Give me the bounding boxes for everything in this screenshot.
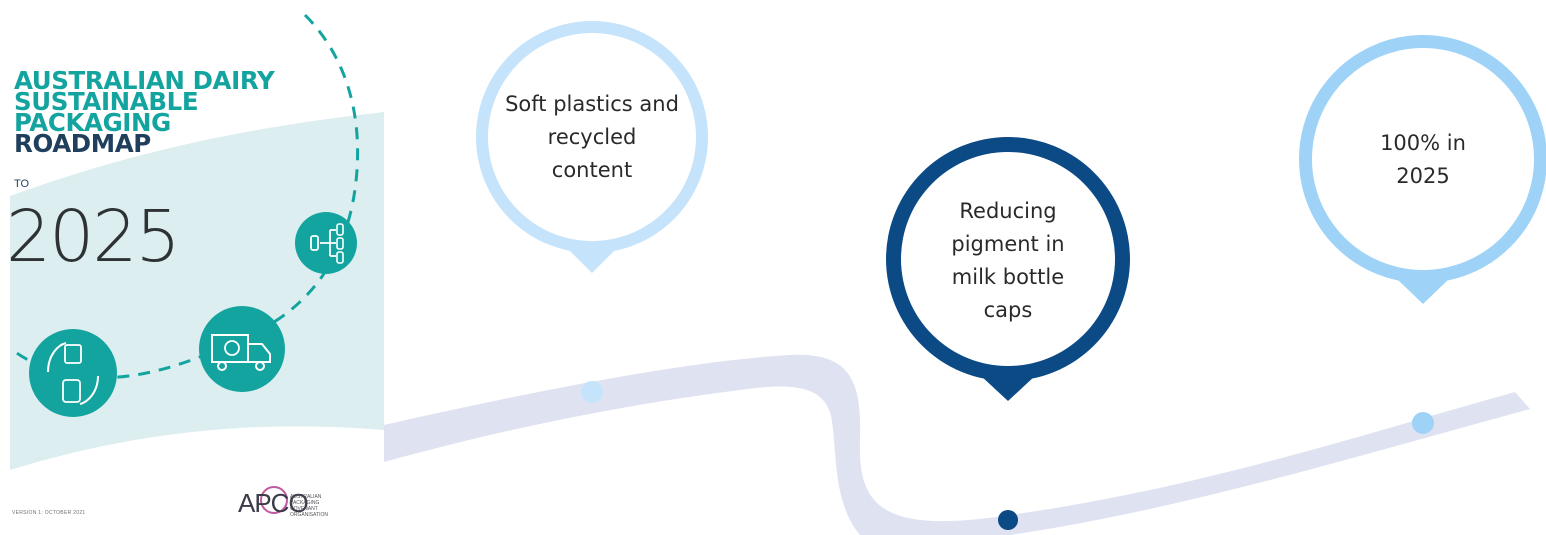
milestone-label-1: Soft plastics and recycled content — [482, 71, 702, 203]
apco-logo-line: AUSTRALIAN — [290, 494, 322, 500]
cover-dashed-path — [9, 13, 360, 380]
milestone-label-line: Soft plastics and — [505, 91, 679, 116]
bottle-distribution-icon — [295, 212, 357, 274]
milestone-label-line: pigment in — [951, 232, 1065, 256]
cover-title: AUSTRALIAN DAIRY SUSTAINABLE PACKAGING R… — [14, 66, 275, 158]
milestone-bubble-3 — [1299, 35, 1546, 304]
milestone-dot-2 — [998, 510, 1018, 530]
milestone-dot-1 — [581, 381, 603, 403]
apco-logo-line: PACKAGING — [290, 500, 320, 506]
cover-title-line: AUSTRALIAN DAIRY — [14, 66, 275, 95]
cover-version: VERSION 1: OCTOBER 2021 — [12, 510, 86, 516]
apco-logo-line: ORGANISATION — [290, 512, 328, 518]
apco-logo-ring — [260, 486, 288, 514]
milestone-label-line: recycled — [547, 124, 637, 149]
milestone-label-line: content — [551, 157, 633, 182]
cover-background — [9, 13, 384, 535]
milestone-dot-3 — [1412, 412, 1434, 434]
milestone-label-3: 100% in 2025 — [1323, 122, 1523, 198]
cover-title-line: SUSTAINABLE — [14, 87, 199, 116]
recycling-truck-icon — [199, 306, 285, 392]
cover-title-line: ROADMAP — [14, 129, 151, 158]
apco-logo-description: AUSTRALIAN PACKAGING COVENANT ORGANISATI… — [290, 494, 360, 518]
cover-title-line: PACKAGING — [14, 108, 171, 137]
milestone-bubble-2 — [886, 137, 1130, 401]
apco-logo: APCO — [238, 488, 309, 518]
roadmap-cover: AUSTRALIAN DAIRY SUSTAINABLE PACKAGING R… — [0, 0, 384, 535]
milestone-bubble-1 — [476, 21, 708, 273]
milestone-label-line: milk bottle — [951, 265, 1065, 289]
cover-to-label: TO — [14, 178, 30, 190]
milestone-label-line: caps — [983, 298, 1033, 322]
milestone-label-2: Reducing pigment in milk bottle caps — [905, 187, 1111, 335]
apco-logo-line: COVENANT — [290, 506, 318, 512]
reuse-cycle-icon — [29, 329, 117, 417]
cover-wave-bottom — [10, 426, 384, 535]
milestone-label-line: Reducing — [959, 199, 1057, 223]
milestone-label-line: 100% in — [1380, 131, 1466, 155]
cover-year: 2025 — [6, 195, 181, 278]
timeline-road — [384, 354, 1530, 535]
milestone-label-line: 2025 — [1396, 164, 1450, 188]
